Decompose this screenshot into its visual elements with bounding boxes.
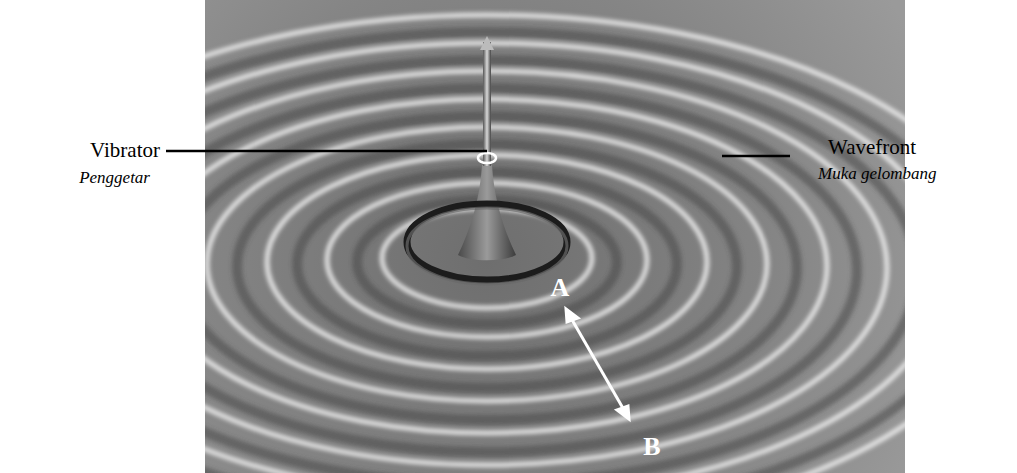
point-label: A — [551, 274, 570, 303]
water-cone — [458, 165, 516, 260]
ripples — [205, 15, 905, 473]
wavefront-leader — [722, 155, 790, 158]
vibrator-leader — [166, 150, 487, 153]
vibrator-rod — [483, 42, 491, 166]
part-name-translation: Penggetar — [79, 169, 150, 188]
part-name: Vibrator — [90, 139, 160, 162]
part-name-translation: Muka gelombang — [818, 165, 937, 184]
wavelength-arrow — [566, 309, 629, 419]
part-name: Wavefront — [828, 136, 916, 159]
point-label: B — [643, 433, 660, 462]
dark-ring — [407, 204, 567, 280]
